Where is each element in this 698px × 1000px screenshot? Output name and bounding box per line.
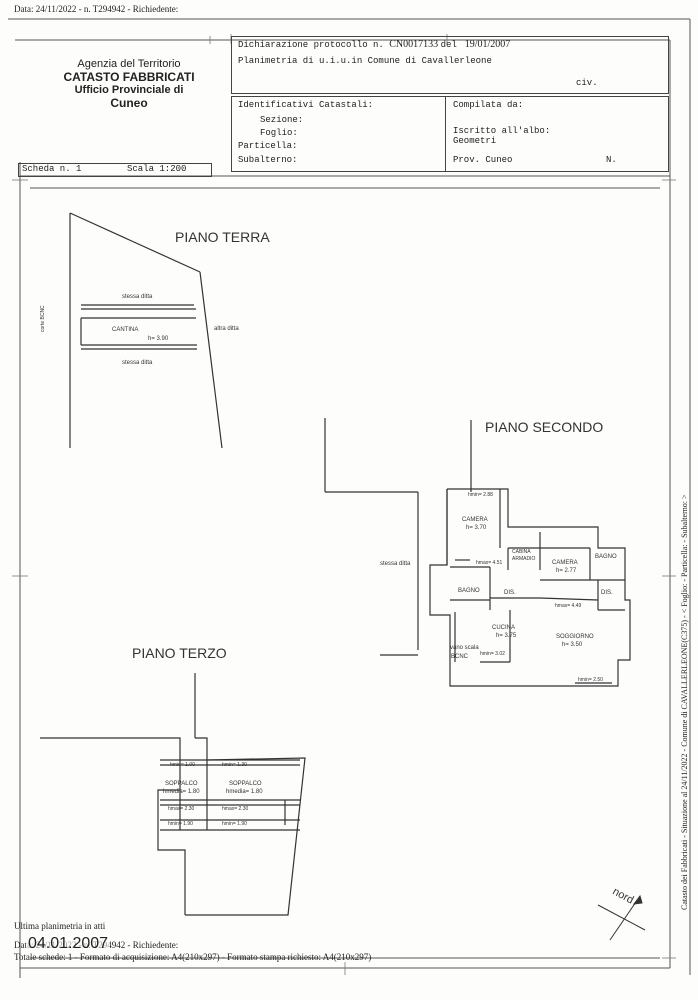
civ-label: civ. [576,78,598,88]
iscritto-label: Iscritto all'albo: [453,126,551,136]
prov-label: Prov. Cuneo [453,155,513,165]
sec-hmax-2: hmax= 4.49 [555,603,582,609]
sec-cucina: CUCINA [492,625,516,631]
ter-hmin-2: hmin= 1.30 [222,762,247,768]
ter-hmin-1: hmin= 1.00 [170,762,195,768]
sec-armadio: ARMADIO [512,556,536,562]
sec-bagno1: BAGNO [595,554,617,560]
subalterno-label: Subalterno: [238,155,298,165]
ter-hmin-4: hmin= 1.90 [222,821,247,827]
identificativi-title: Identificativi Catastali: [238,100,374,110]
ter-hmin-3: hmin= 1.90 [168,821,193,827]
ter-hmedia2: hmedia= 1.80 [226,789,263,795]
ter-soppalco2: SOPPALCO [229,781,262,787]
agency-name: Agenzia del Territorio [77,58,181,70]
terra-h-cantina: h= 3.90 [148,336,169,342]
piano-terra-title: PIANO TERRA [175,229,270,245]
foglio-label: Foglio: [260,128,298,138]
sezione-label: Sezione: [260,115,304,125]
terra-stessa-ditta-1: stessa ditta [122,294,153,300]
ufficio-label: Ufficio Provinciale di [74,84,184,96]
scheda-label: Scheda n. 1 [22,164,82,174]
sec-camera2: CAMERA [552,560,578,566]
sec-hmin-sogg: hmin= 2.50 [578,677,603,683]
ter-hmax-1: hmax= 2.30 [168,806,195,812]
catasto-title: CATASTO FABBRICATI [63,70,195,84]
dichiarazione-label: Dichiarazione protocollo n. [238,40,384,50]
agency-block: Agenzia del Territorio CATASTO FABBRICAT… [44,58,214,110]
particella-label: Particella: [238,141,298,151]
sec-stessa-ditta: stessa ditta [380,561,411,567]
protocollo-number: CN0017133 [389,39,439,50]
scheda-box [18,163,212,177]
ufficio-city: Cuneo [110,96,148,110]
sec-hmax-1: hmax= 4.51 [476,560,503,566]
ter-hmedia1: hmedia= 1.80 [163,789,200,795]
protocollo-date: 19/01/2007 [464,39,511,50]
n-label: N. [606,155,617,165]
sec-vano-scala: vano scala [450,645,479,651]
sec-cabina: CABINA [512,549,531,555]
sec-hmin-cucina: hmin= 3.02 [480,651,505,657]
albo-value: Geometri [453,136,497,146]
planimetria-line: Planimetria di u.i.u.in Comune di Cavall… [238,56,492,66]
identificativi-divider [445,96,446,172]
sec-soggiorno: SOGGIORNO [556,634,594,640]
sec-dis2: DIS. [601,590,613,596]
ter-hmax-2: hmax= 2.30 [222,806,249,812]
scala-label: Scala 1:200 [127,164,187,174]
totale-schede: Totale schede: 1 - Formato di acquisizio… [14,952,372,962]
sec-bcnc: BCNC [451,654,469,660]
sec-h-cucina: h= 3.75 [496,633,517,639]
terra-stessa-ditta-2: stessa ditta [122,360,153,366]
sec-bagno2: BAGNO [458,588,480,594]
sec-h-camera2: h= 2.77 [556,568,577,574]
compilata-title: Compilata da: [453,100,524,110]
top-stamp: Data: 24/11/2022 - n. T294942 - Richiede… [14,4,179,14]
del-label: del [440,40,457,50]
side-situazione-text: Catasto dei Fabbricati - Situazione al 2… [680,494,689,910]
stamp-date: 04.01.2007 [26,935,111,953]
sec-h-camera1: h= 3.70 [466,525,487,531]
sec-camera1: CAMERA [462,517,488,523]
terra-corte-bcnc: corte BCNC [40,305,46,332]
piano-terzo-title: PIANO TERZO [132,645,227,661]
terra-cantina: CANTINA [112,327,139,333]
header-box [231,36,669,94]
ultima-planimetria: Ultima planimetria in atti [14,921,106,931]
ter-soppalco1: SOPPALCO [165,781,198,787]
identificativi-box [231,96,669,172]
sec-hmin-top: hmin= 2.88 [468,492,493,498]
sec-h-soggiorno: h= 3.50 [562,642,583,648]
sec-dis1: DIS. [504,590,516,596]
dichiarazione-line: Dichiarazione protocollo n. CN0017133 de… [238,39,510,50]
terra-altra-ditta: altra ditta [214,326,239,332]
piano-secondo-title: PIANO SECONDO [485,419,604,435]
